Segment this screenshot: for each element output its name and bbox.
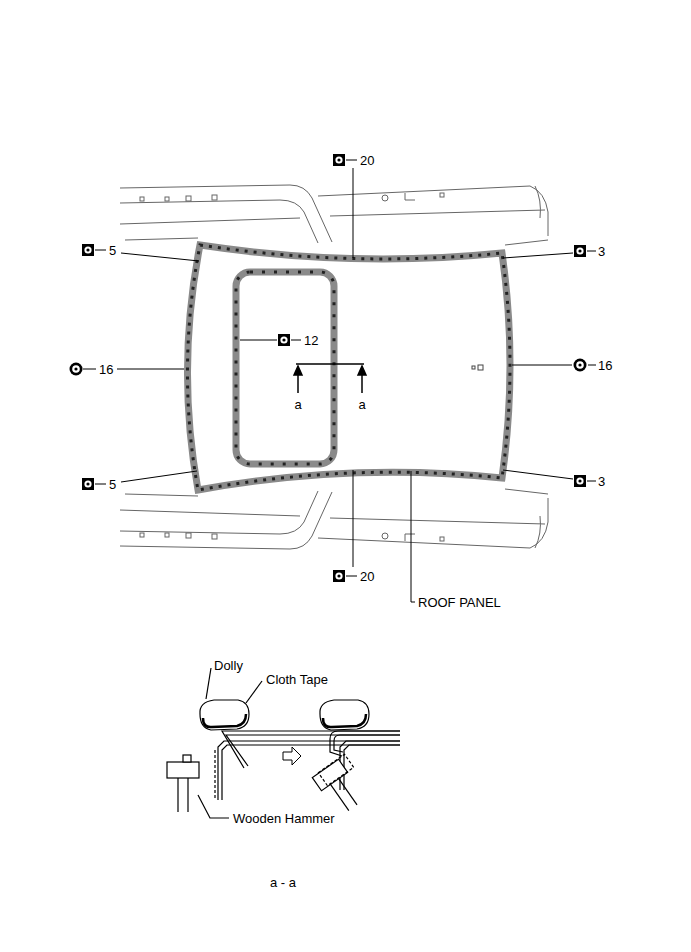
weld-spots	[236, 272, 334, 464]
section-letter: a	[358, 397, 365, 412]
callout-number: 16	[598, 358, 612, 373]
part-name: Cloth Tape	[266, 672, 328, 687]
part-name: Dolly	[214, 658, 243, 673]
body-side	[120, 185, 548, 245]
section-title: a - a	[270, 875, 296, 890]
callout-number: 5	[109, 477, 116, 492]
callout-number: 20	[360, 569, 374, 584]
roof-flange	[187, 245, 510, 490]
callout-number: 3	[598, 244, 605, 259]
section-letter: a	[294, 397, 301, 412]
callout-number: 5	[109, 243, 116, 258]
section-line	[294, 364, 366, 393]
body-side	[120, 489, 548, 549]
weld-spots	[187, 245, 510, 490]
part-name: Wooden Hammer	[233, 811, 335, 826]
hemming-after	[312, 700, 400, 817]
callout-number: 20	[360, 153, 374, 168]
hole	[472, 366, 475, 369]
sunroof-flange	[236, 272, 334, 464]
part-name: ROOF PANEL	[418, 595, 501, 610]
hemming-before	[167, 668, 400, 818]
weld-symbols	[70, 154, 587, 582]
process-arrow	[283, 747, 301, 765]
callout-number: 12	[304, 333, 318, 348]
callout-number: 3	[598, 474, 605, 489]
hole	[478, 365, 483, 370]
leader-lines	[83, 160, 596, 602]
callout-number: 16	[99, 362, 113, 377]
